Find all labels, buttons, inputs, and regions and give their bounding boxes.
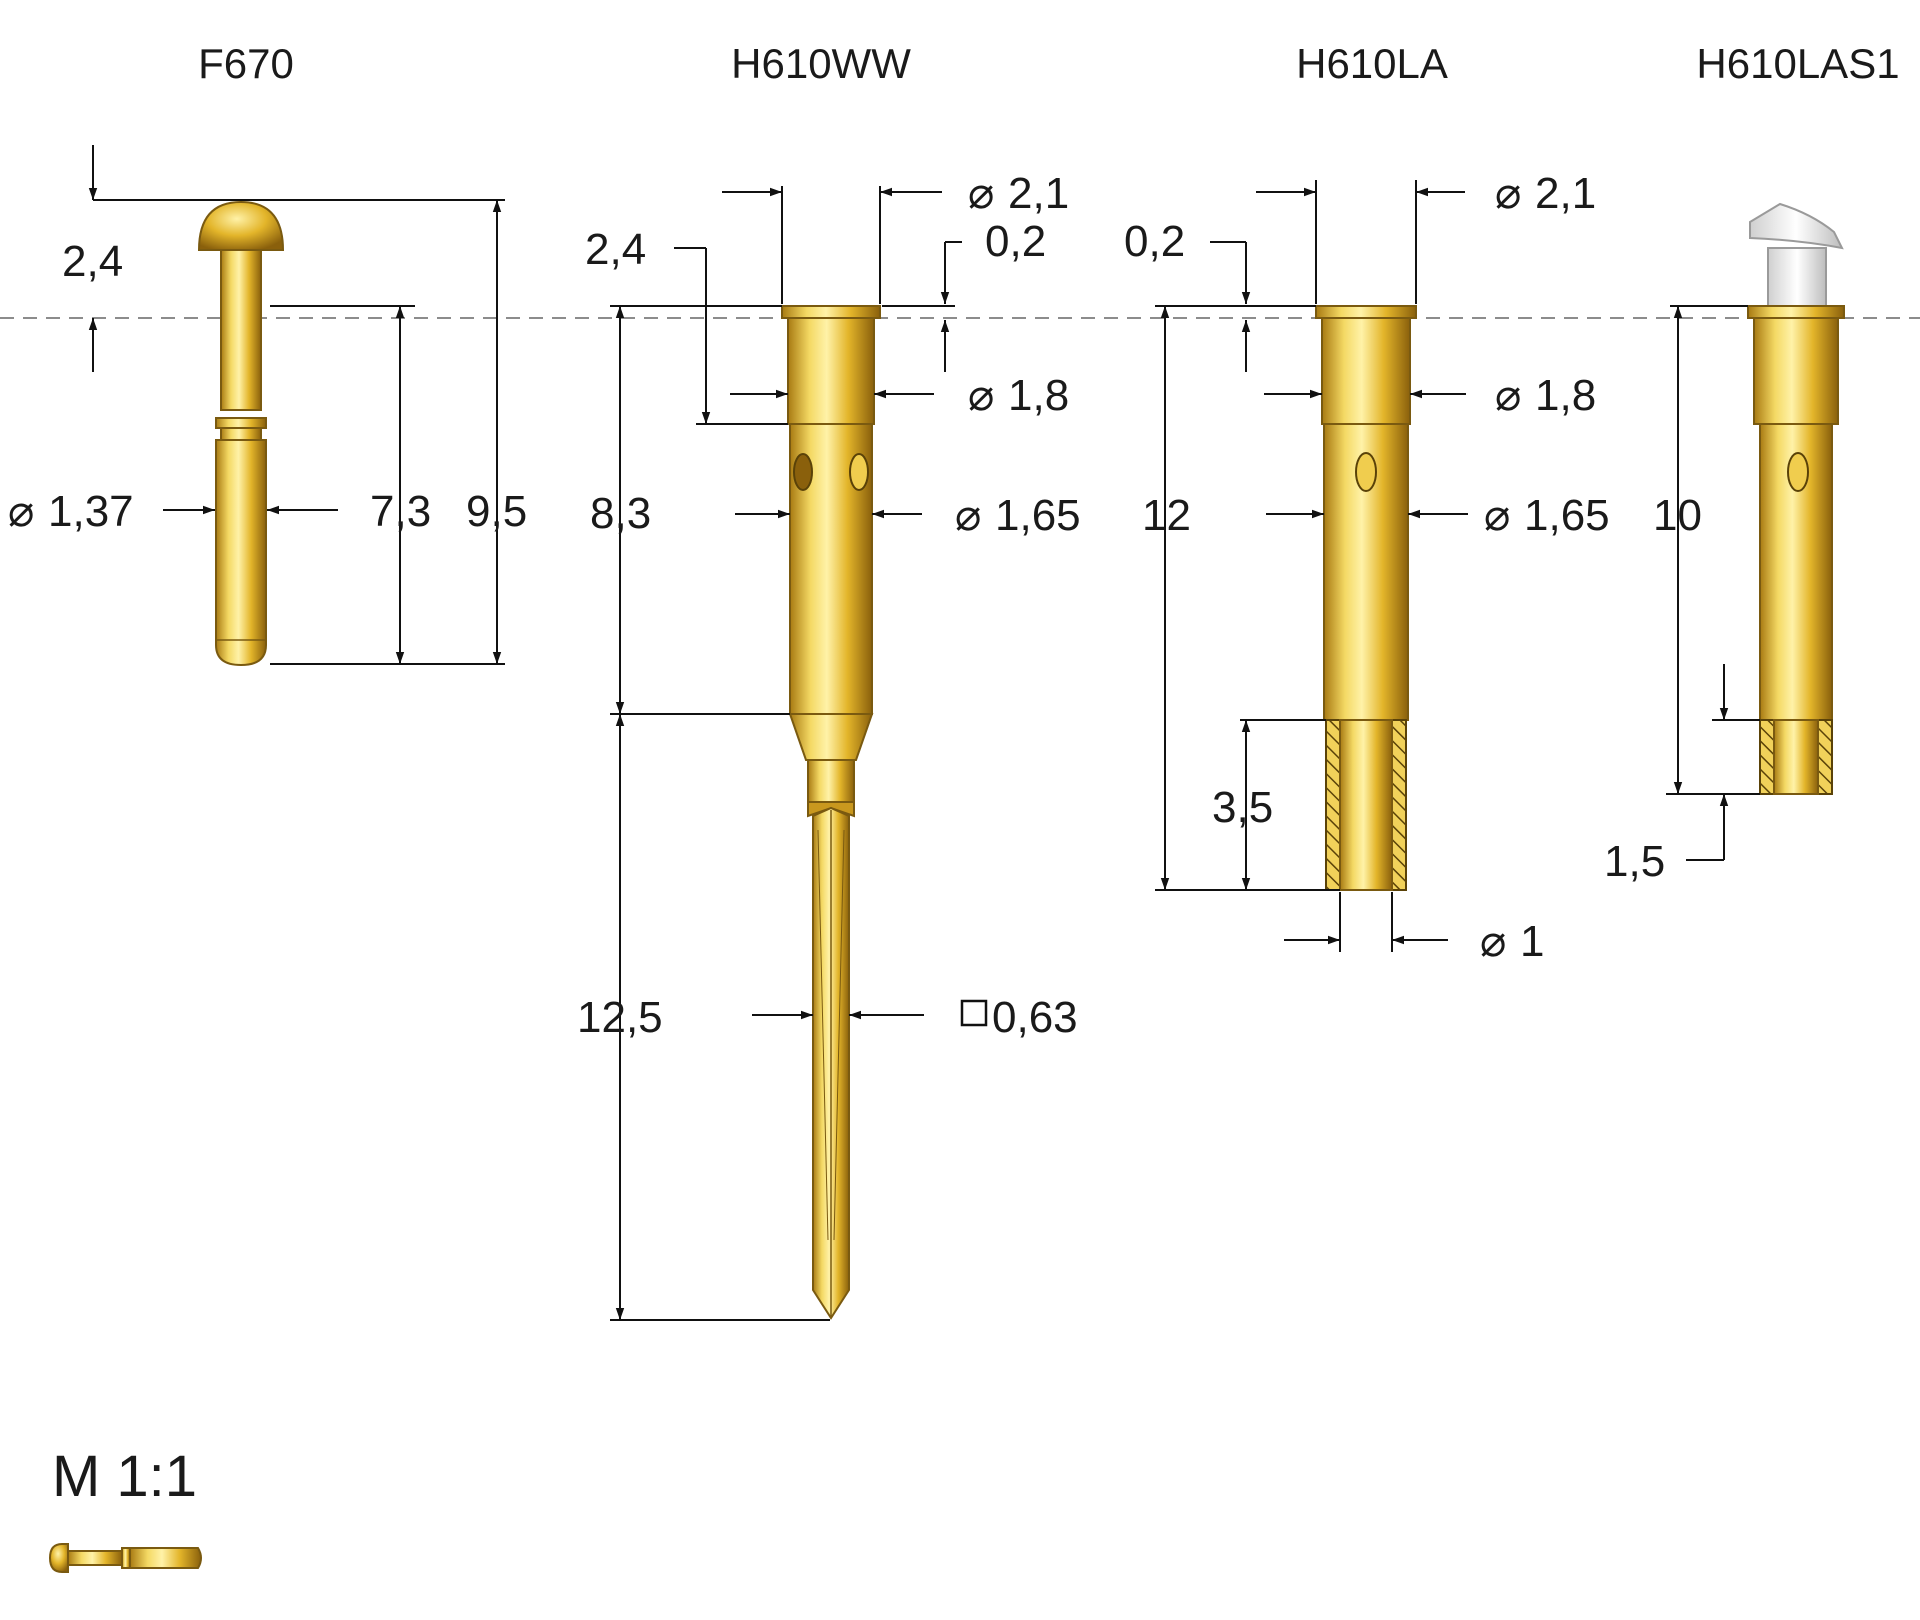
dim-body-length: 8,3 bbox=[590, 489, 651, 538]
part-h610la: H610LA ⌀ 2,1 0,2 ⌀ 1,8 ⌀ 1,65 bbox=[1124, 40, 1610, 966]
dim-tail-length: 12,5 bbox=[577, 993, 663, 1042]
taper bbox=[788, 713, 874, 761]
dim-bore-depth: 1,5 bbox=[1604, 837, 1665, 886]
part-title: H610WW bbox=[731, 40, 911, 87]
part-h610las1: H610LAS1 10 1,5 bbox=[1604, 40, 1900, 886]
white-tip-shaft bbox=[1767, 247, 1827, 309]
scale-legend: M 1:1 bbox=[48, 1444, 202, 1573]
neck bbox=[807, 759, 855, 803]
square-icon bbox=[960, 999, 988, 1027]
dim-total-length: 9,5 bbox=[466, 487, 527, 536]
collar bbox=[1747, 305, 1845, 319]
dim-bore-depth: 3,5 bbox=[1212, 783, 1273, 832]
dim-top-offset: 2,4 bbox=[585, 225, 646, 274]
hatched-wall bbox=[1391, 719, 1407, 891]
dim-diameter: 1,37 bbox=[48, 487, 134, 536]
scale-pin-head bbox=[48, 1543, 69, 1573]
diameter-icon: ⌀ bbox=[968, 169, 995, 218]
white-tip bbox=[1749, 202, 1844, 250]
dim-body-diameter: 1,65 bbox=[995, 491, 1081, 540]
collar bbox=[1315, 305, 1417, 319]
dim-collar-diameter: 2,1 bbox=[1008, 169, 1069, 218]
hatched-wall bbox=[1759, 719, 1775, 795]
side-hole bbox=[1355, 452, 1377, 492]
part-h610ww: H610WW ⌀ 2,1 bbox=[577, 40, 1081, 1321]
side-hole bbox=[793, 453, 813, 491]
dim-total-length: 12 bbox=[1142, 491, 1191, 540]
dim-upper-diameter: 1,8 bbox=[1008, 371, 1069, 420]
scale-pin-neck bbox=[67, 1550, 123, 1566]
upper-body bbox=[787, 317, 875, 425]
diameter-icon: ⌀ bbox=[968, 371, 995, 420]
dim-body-diameter: 1,65 bbox=[1524, 491, 1610, 540]
diameter-icon: ⌀ bbox=[1480, 917, 1507, 966]
dim-top-offset: 2,4 bbox=[62, 237, 123, 286]
hatched-wall bbox=[1817, 719, 1833, 795]
upper-body bbox=[1753, 317, 1839, 425]
part-title: H610LA bbox=[1296, 40, 1448, 87]
pin-groove bbox=[215, 417, 267, 429]
bore bbox=[1339, 719, 1393, 891]
dim-length: 7,3 bbox=[370, 487, 431, 536]
dim-tail-square: 0,63 bbox=[992, 993, 1078, 1042]
diameter-icon: ⌀ bbox=[955, 491, 982, 540]
side-hole bbox=[1787, 452, 1809, 492]
hatched-wall bbox=[1325, 719, 1341, 891]
pin-groove bbox=[220, 427, 262, 441]
dim-collar-height: 0,2 bbox=[1124, 217, 1185, 266]
diameter-icon: ⌀ bbox=[1484, 491, 1511, 540]
side-hole bbox=[849, 453, 869, 491]
upper-body bbox=[1321, 317, 1411, 425]
dim-collar-diameter: 2,1 bbox=[1535, 169, 1596, 218]
bore bbox=[1773, 719, 1819, 795]
scale-label: M 1:1 bbox=[52, 1444, 197, 1509]
part-title: H610LAS1 bbox=[1696, 40, 1899, 87]
pin-head bbox=[197, 200, 285, 251]
diameter-icon: ⌀ bbox=[8, 487, 35, 536]
dim-upper-diameter: 1,8 bbox=[1535, 371, 1596, 420]
scale-pin-groove bbox=[121, 1547, 131, 1569]
pin-neck bbox=[220, 249, 262, 411]
part-f670: F670 2,4 ⌀ 1,37 7,3 9,5 bbox=[8, 40, 527, 667]
neck-v bbox=[807, 801, 855, 818]
dim-total-length: 10 bbox=[1653, 491, 1702, 540]
collar bbox=[781, 305, 881, 319]
dim-collar-height: 0,2 bbox=[985, 217, 1046, 266]
pin-shaft bbox=[215, 439, 267, 667]
part-title: F670 bbox=[198, 40, 294, 87]
scale-pin-shaft bbox=[129, 1547, 202, 1569]
diameter-icon: ⌀ bbox=[1495, 371, 1522, 420]
diameter-icon: ⌀ bbox=[1495, 169, 1522, 218]
dim-bore-diameter: 1 bbox=[1520, 917, 1544, 966]
